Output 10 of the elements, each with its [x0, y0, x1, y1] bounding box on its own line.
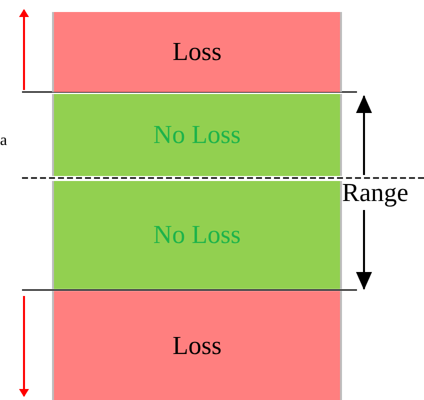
text-fragment: a	[0, 132, 8, 150]
zone-band	[52, 181, 342, 289]
range-label: Range	[342, 178, 408, 208]
zone-label: Loss	[172, 330, 222, 360]
zone-band	[52, 291, 342, 400]
zone-label: Loss	[172, 37, 222, 67]
zone-band	[52, 94, 342, 176]
zone-label: No Loss	[153, 220, 241, 250]
zone-label: No Loss	[153, 120, 241, 150]
zone-band	[52, 12, 342, 92]
